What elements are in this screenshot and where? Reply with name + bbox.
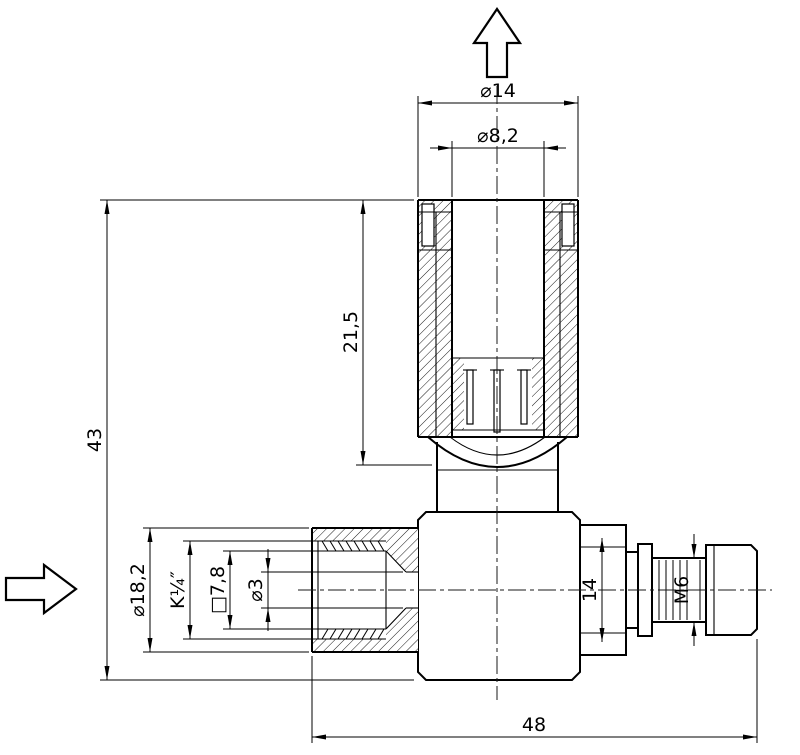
flow-arrows — [4, 7, 523, 616]
dimension-overall-length: 48 — [311, 639, 758, 743]
dim-label-port-square: □7,8 — [207, 566, 229, 614]
dimension-cap-height: 21,5 — [340, 200, 432, 466]
dim-label-top-bore: ⌀8,2 — [477, 125, 519, 147]
snap-slot-left — [421, 203, 435, 247]
snap-slot-right — [561, 203, 575, 247]
dim-label-port-bore: ⌀3 — [245, 578, 267, 602]
connector-insert — [452, 357, 544, 433]
flow-arrow-right-icon — [4, 562, 78, 616]
dimension-port-thread: K¼″ — [167, 540, 316, 640]
dim-label-overall-length: 48 — [522, 714, 546, 736]
dome-outer-arc — [427, 436, 568, 468]
dim-label-port-outer-diameter: ⌀18,2 — [127, 563, 149, 617]
flow-arrow-up-icon — [471, 7, 523, 79]
centerlines — [298, 86, 772, 700]
dimension-port-bore: ⌀3 — [245, 549, 403, 631]
dim-label-cap-height: 21,5 — [340, 311, 362, 353]
dimension-top-bore: ⌀8,2 — [430, 125, 566, 197]
dimension-port-outer-diameter: ⌀18,2 — [127, 527, 309, 653]
thread-lines — [321, 540, 385, 640]
dimension-overall-height: 43 — [84, 199, 414, 681]
solenoid-housing — [417, 199, 579, 468]
dim-label-overall-height: 43 — [84, 428, 106, 452]
dim-label-top-diameter: ⌀14 — [480, 80, 516, 102]
dimension-port-square: □7,8 — [207, 550, 383, 630]
valve-block — [417, 511, 581, 681]
dim-label-port-thread: K¼″ — [167, 571, 189, 609]
groove — [626, 551, 638, 629]
dimension-top-diameter: ⌀14 — [417, 80, 579, 197]
housing-inner-lines — [418, 211, 578, 437]
